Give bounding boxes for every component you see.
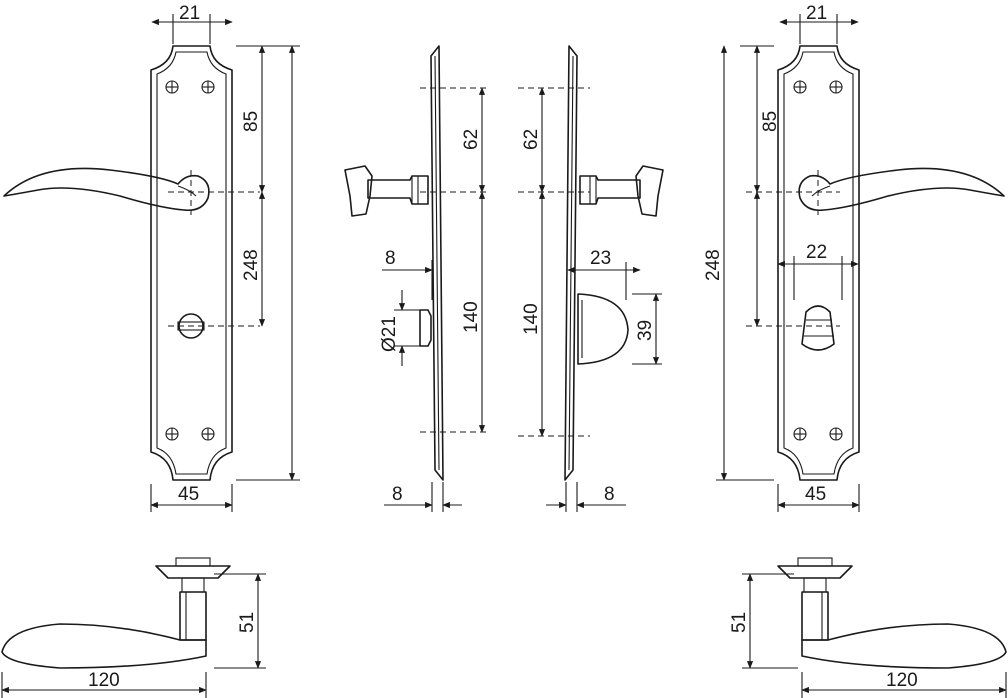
- right-lever-handle: [798, 167, 1005, 212]
- left-top-shank: [179, 591, 207, 641]
- left-top-lever: [1, 623, 207, 669]
- screw-icon: [165, 80, 215, 441]
- left-side-plate: [430, 45, 444, 481]
- dim-85-right: 85: [760, 111, 781, 132]
- left-side-knob: [419, 309, 432, 347]
- dim-120-left: 120: [88, 670, 120, 691]
- right-thumbturn: [801, 305, 835, 351]
- right-backplate-outline: [777, 45, 860, 481]
- left-backplate-inner: [156, 51, 227, 475]
- right-top-view: 51 120: [729, 557, 1007, 698]
- left-top-view: 51 120: [1, 557, 266, 698]
- dim-21-top-left: 21: [179, 3, 200, 24]
- dim-23: 23: [590, 248, 611, 269]
- dim-140-right: 140: [521, 303, 542, 335]
- left-backplate-outline: [150, 45, 233, 481]
- dim-248-left: 248: [241, 249, 262, 281]
- dim-51-right: 51: [729, 612, 750, 633]
- dim-8-right-bottom: 8: [604, 484, 615, 505]
- dim-45-left: 45: [178, 484, 199, 505]
- left-side-lever: [344, 165, 429, 217]
- dim-39: 39: [635, 320, 656, 341]
- dim-51-left: 51: [237, 612, 258, 633]
- dim-85-left: 85: [241, 111, 262, 132]
- dim-8-left-knob: 8: [385, 248, 396, 269]
- dim-21-top-right: 21: [806, 3, 827, 24]
- dim-8-left-bottom: 8: [392, 484, 403, 505]
- right-top-lever: [801, 623, 1007, 669]
- left-lever-handle: [3, 167, 210, 212]
- dim-248-right: 248: [703, 249, 724, 281]
- screw-icon: [793, 80, 843, 441]
- left-front-view: 21 85 248 45: [3, 3, 300, 512]
- dim-45-right: 45: [805, 484, 826, 505]
- dim-140-left: 140: [461, 301, 482, 333]
- right-backplate-inner: [783, 51, 854, 475]
- right-side-plate: [564, 45, 578, 481]
- left-top-rosette: [155, 565, 231, 579]
- right-top-rosette: [777, 565, 853, 579]
- left-side-view: 62 140 8 Ø21 8: [344, 45, 490, 512]
- dim-62-left: 62: [461, 129, 482, 150]
- dim-22: 22: [806, 242, 827, 263]
- dim-diameter-21: Ø21: [379, 316, 400, 352]
- right-front-view: 21 85 248 22 45: [703, 3, 1005, 512]
- right-side-lever: [579, 165, 664, 217]
- right-top-shank: [801, 591, 829, 641]
- right-side-turn: [577, 293, 629, 365]
- right-side-view: 62 140 23 39 8: [518, 45, 664, 512]
- dim-120-right: 120: [886, 670, 918, 691]
- dim-62-right: 62: [521, 129, 542, 150]
